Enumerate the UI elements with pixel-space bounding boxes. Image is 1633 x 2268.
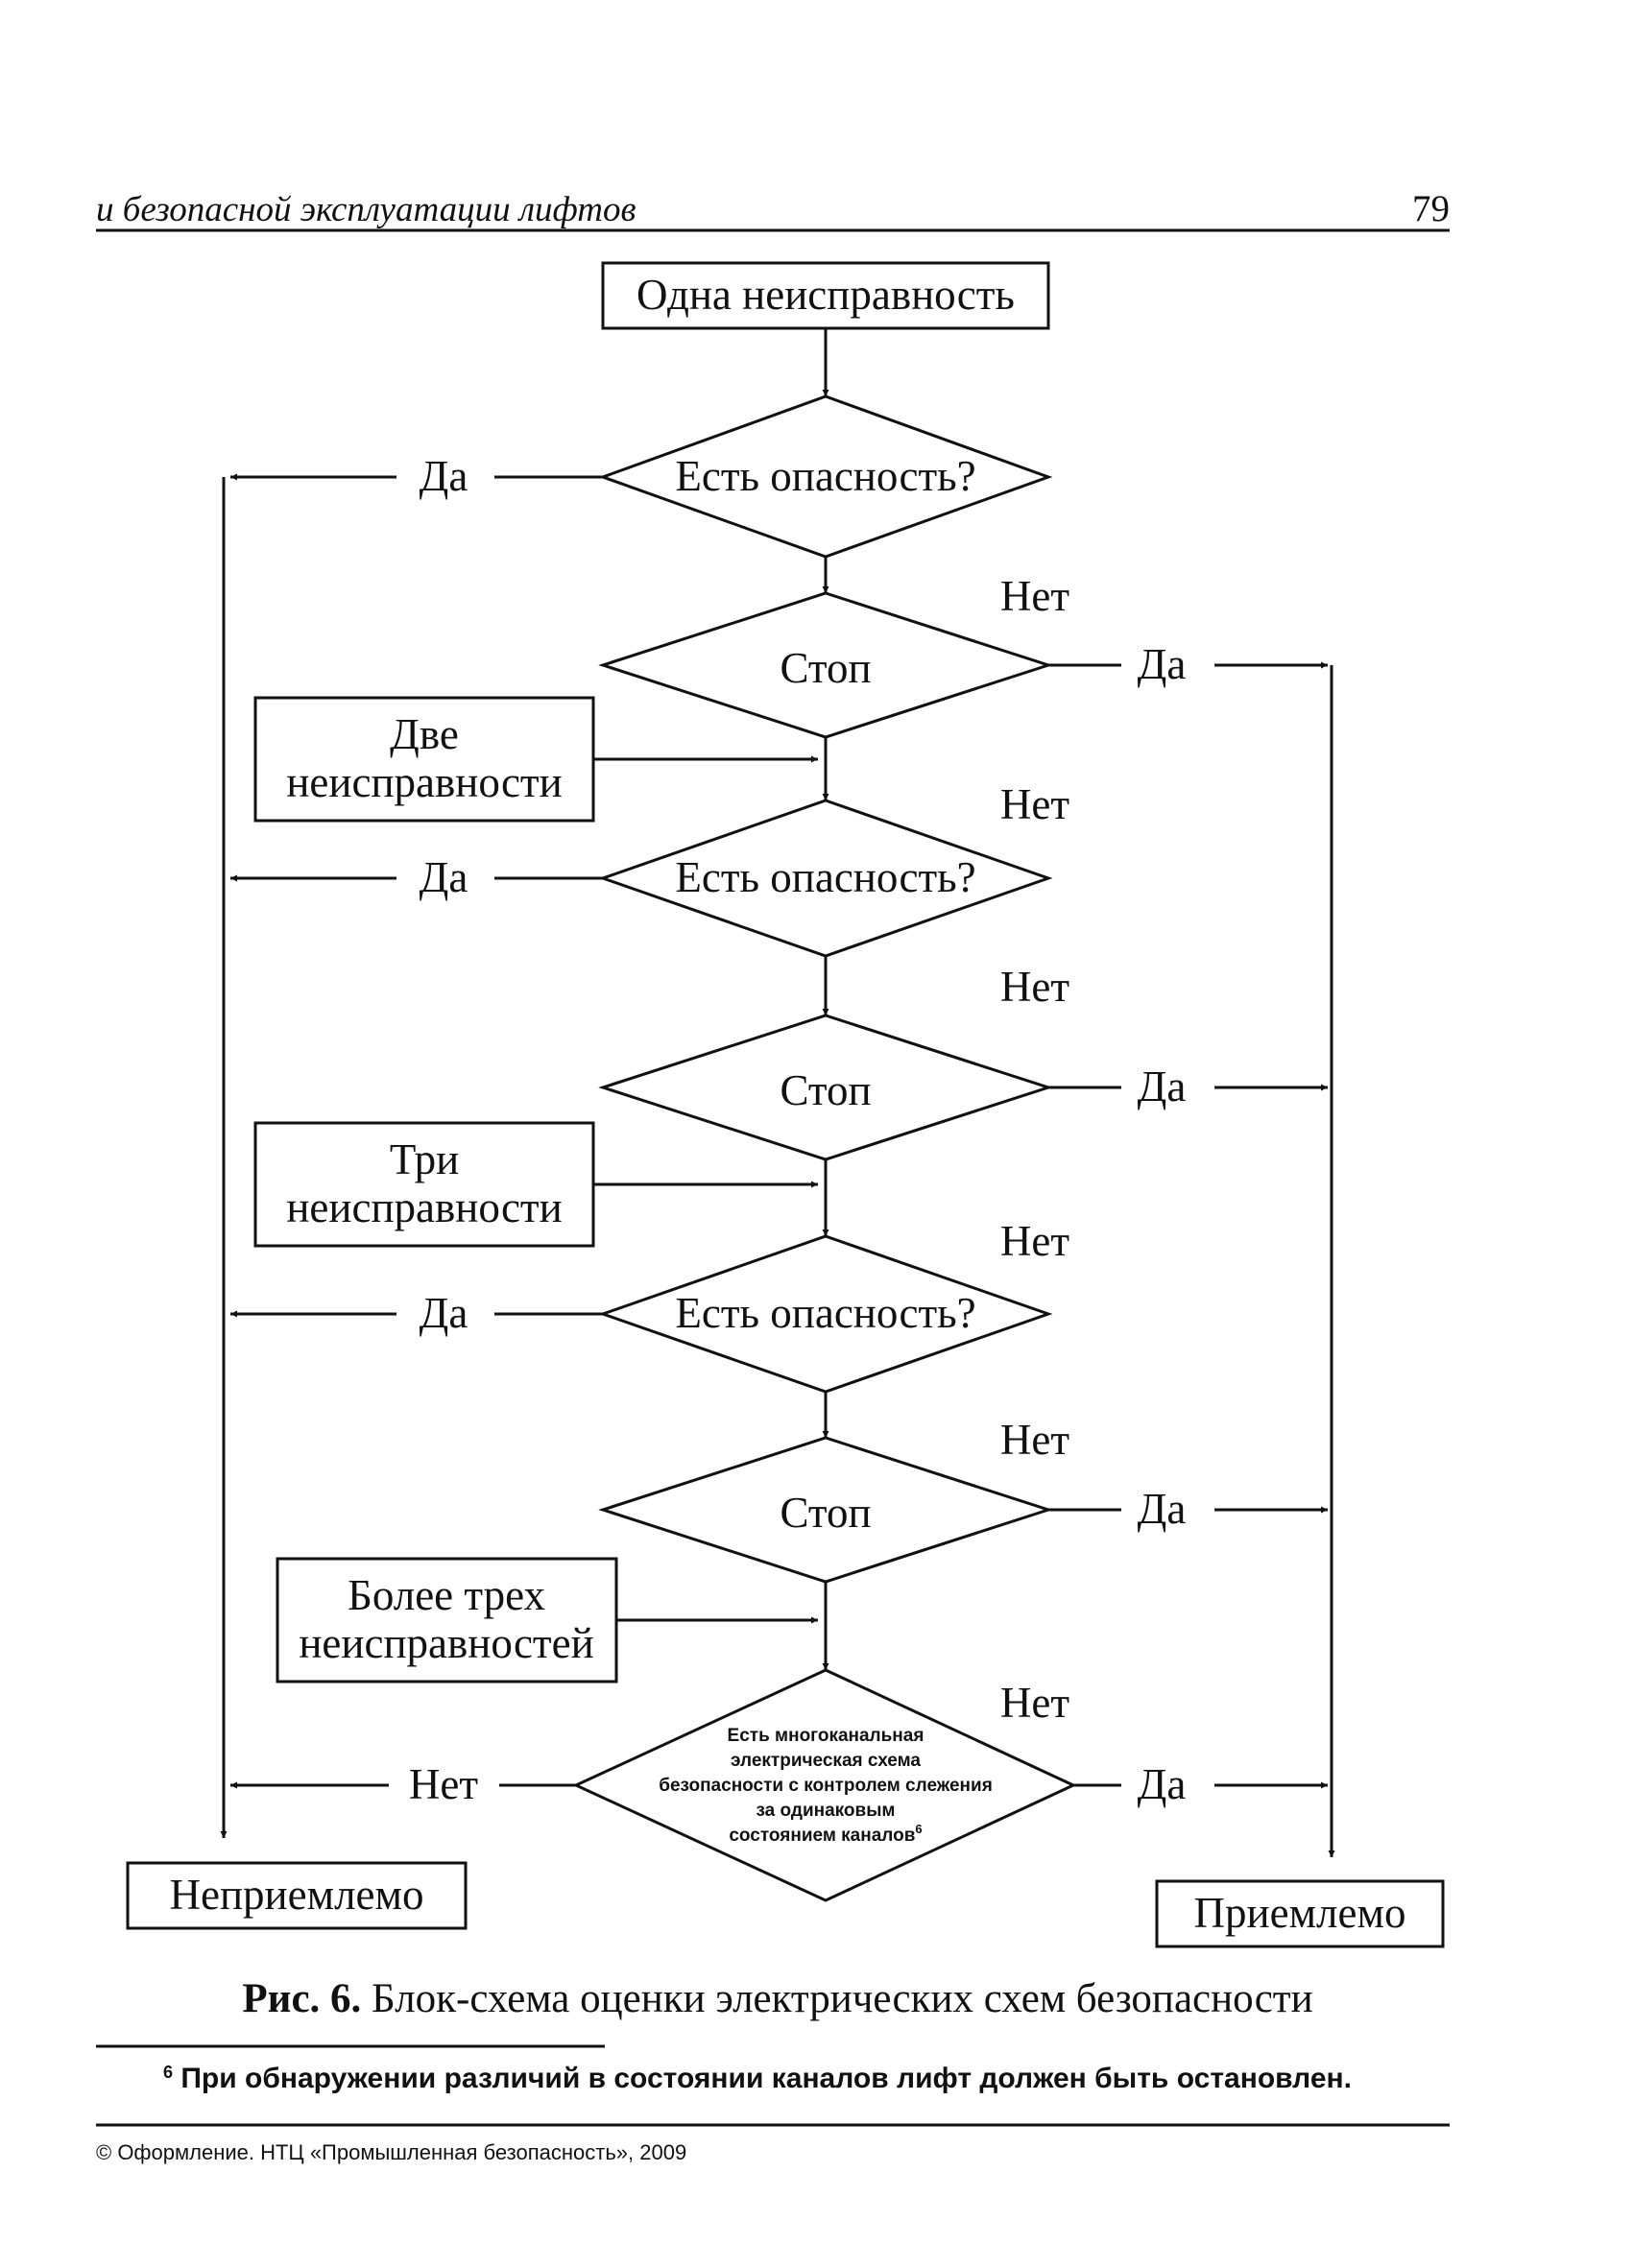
multichannel-line-1: Есть многоканальная — [728, 1726, 925, 1746]
acceptable-box — [1155, 1879, 1445, 1948]
yes-label-s3: Да — [1138, 1485, 1187, 1533]
yes-label-final: Да — [1138, 1760, 1187, 1808]
start-label: Одна неисправность — [636, 271, 1015, 319]
no-label-2: Нет — [1000, 780, 1069, 828]
stop-label-1: Стоп — [780, 644, 871, 692]
running-title: и безопасной эксплуатации лифтов — [96, 190, 636, 229]
no-label-3: Нет — [1000, 963, 1069, 1011]
page-number: 79 — [1412, 188, 1450, 229]
no-label-5: Нет — [1000, 1416, 1069, 1464]
copyright: © Оформление. НТЦ «Промышленная безопасн… — [96, 2140, 686, 2164]
acceptable-label: Приемлемо — [1194, 1889, 1406, 1937]
figure-caption: Рис. 6. Блок-схема оценки электрических … — [242, 1976, 1312, 2021]
more-faults-box — [276, 1557, 618, 1683]
hazard-label-2: Есть опасность? — [675, 853, 975, 901]
multichannel-line-5: состоянием каналов6 — [729, 1822, 922, 1846]
no-label-final: Нет — [409, 1760, 478, 1808]
multichannel-decision — [572, 1668, 1077, 1902]
three-faults-box — [253, 1121, 595, 1248]
more-faults-line-2: неисправностей — [299, 1619, 593, 1667]
yes-label-3: Да — [420, 1289, 468, 1337]
hazard-label-3: Есть опасность? — [675, 1289, 975, 1337]
three-faults-line-2: неисправности — [286, 1183, 562, 1231]
two-faults-line-2: неисправности — [286, 758, 562, 806]
multichannel-line-2: электрическая схема — [731, 1751, 921, 1771]
stop-label-2: Стоп — [780, 1066, 871, 1114]
stop-label-3: Стоп — [780, 1489, 871, 1537]
three-faults-line-1: Три — [390, 1135, 459, 1183]
yes-label-s2: Да — [1138, 1062, 1187, 1110]
hazard-label-1: Есть опасность? — [675, 452, 975, 500]
yes-label-2: Да — [420, 853, 468, 901]
footnote: 6 При обнаружении различий в состоянии к… — [163, 2063, 1352, 2094]
more-faults-line-1: Более трех — [348, 1571, 545, 1619]
yes-label-s1: Да — [1138, 640, 1187, 688]
two-faults-box — [253, 696, 595, 823]
no-label-6: Нет — [1000, 1679, 1069, 1727]
multichannel-line-3: безопасности с контролем слежения — [659, 1776, 993, 1796]
start-box — [601, 261, 1050, 330]
unacceptable-label: Неприемлемо — [170, 1871, 424, 1919]
multichannel-line-4: за одинаковым — [756, 1801, 895, 1821]
no-label-4: Нет — [1000, 1217, 1069, 1265]
yes-label-1: Да — [420, 452, 468, 500]
unacceptable-box — [126, 1861, 468, 1930]
no-label-1: Нет — [1000, 572, 1069, 620]
two-faults-line-1: Две — [390, 710, 459, 758]
